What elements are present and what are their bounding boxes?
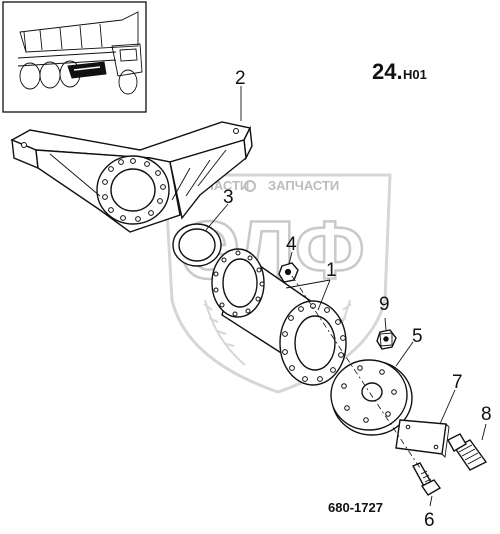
callout-part-5: 5	[412, 326, 423, 347]
bracket-flange-bore	[110, 168, 156, 212]
bolt-long-thread	[458, 444, 482, 465]
hub-front-flange-holes	[282, 303, 346, 382]
hub-rear-flange-inner	[222, 258, 258, 308]
hub-front-flange-bore	[294, 315, 336, 371]
watermark-wheat-left	[203, 299, 246, 366]
lock-plate-thickness	[441, 423, 450, 458]
ring-inner	[178, 228, 216, 262]
bracket-bolt-hole-right	[233, 128, 239, 134]
lock-plate-hole-2	[433, 444, 439, 450]
callout-part-8: 8	[481, 404, 492, 425]
nut-hole	[383, 336, 389, 342]
bracket-arm-right	[169, 139, 247, 220]
leader-part-6	[429, 495, 433, 507]
callout-part-7: 7	[452, 372, 463, 393]
lock-plate	[395, 419, 450, 458]
figure-number-suffix: H01	[403, 67, 427, 82]
leader-part-9	[384, 317, 387, 331]
hub-rear-flange-holes	[213, 250, 265, 317]
leader-part-5	[395, 341, 414, 367]
bracket-flange-holes	[102, 158, 166, 222]
leader-part-7	[439, 389, 456, 425]
callouts: 2 3 4 1 9 5 7 8 6	[205, 68, 492, 531]
truck-wheel-front	[118, 69, 138, 95]
lock-plate-hole-1	[405, 424, 411, 430]
callout-part-6: 6	[424, 510, 435, 531]
ring	[172, 223, 222, 267]
callout-part-9: 9	[379, 294, 390, 315]
nut-face	[379, 332, 393, 347]
leader-part-8	[481, 423, 487, 441]
watermark-shield-outline	[163, 173, 392, 394]
nut-small-hole	[284, 268, 292, 276]
bracket-flange-ring	[96, 155, 170, 225]
cover-disc-face	[330, 359, 408, 431]
truck-highlighted-part	[67, 61, 107, 79]
bolt-long	[447, 433, 488, 471]
truck-highlighted-part-detail	[73, 66, 101, 71]
cover-disc-holes	[341, 365, 397, 423]
lock-plate-body	[395, 419, 447, 455]
drawing-reference-number: 680-1727	[328, 500, 383, 515]
watermark-word-right: ЗАПЧАСТИ	[268, 178, 339, 193]
bracket-crossmember	[10, 121, 253, 233]
hub-front-flange	[279, 300, 347, 386]
bolt-short-thread	[420, 470, 432, 483]
leader-part-3	[205, 203, 229, 231]
callout-part-3: 3	[223, 187, 234, 208]
figure-number: 24. H01	[372, 59, 427, 84]
bolt-long-head	[447, 433, 467, 452]
bolt-short-head	[420, 479, 442, 496]
nut	[376, 329, 397, 350]
cover-disc-center	[361, 382, 383, 402]
truck-dump-body	[19, 11, 139, 53]
bolt-short	[412, 462, 442, 496]
bracket-rib-lines	[49, 149, 227, 201]
truck-inset	[2, 1, 147, 113]
truck-cab	[111, 43, 143, 77]
cover-disc	[330, 359, 413, 436]
hub-assembly	[211, 248, 347, 386]
callout-part-2: 2	[235, 68, 246, 89]
figure-number-main: 24.	[372, 59, 403, 84]
leader-part-1	[285, 279, 331, 311]
callout-part-4: 4	[286, 234, 297, 255]
callout-part-1: 1	[326, 260, 337, 281]
watermark-gear-icon	[244, 180, 256, 192]
assembly-axis	[291, 275, 421, 469]
ring-outer	[172, 223, 222, 267]
truck-chassis	[17, 51, 117, 67]
leader-part-4	[288, 251, 293, 265]
bracket-bolt-hole-left	[21, 142, 27, 148]
